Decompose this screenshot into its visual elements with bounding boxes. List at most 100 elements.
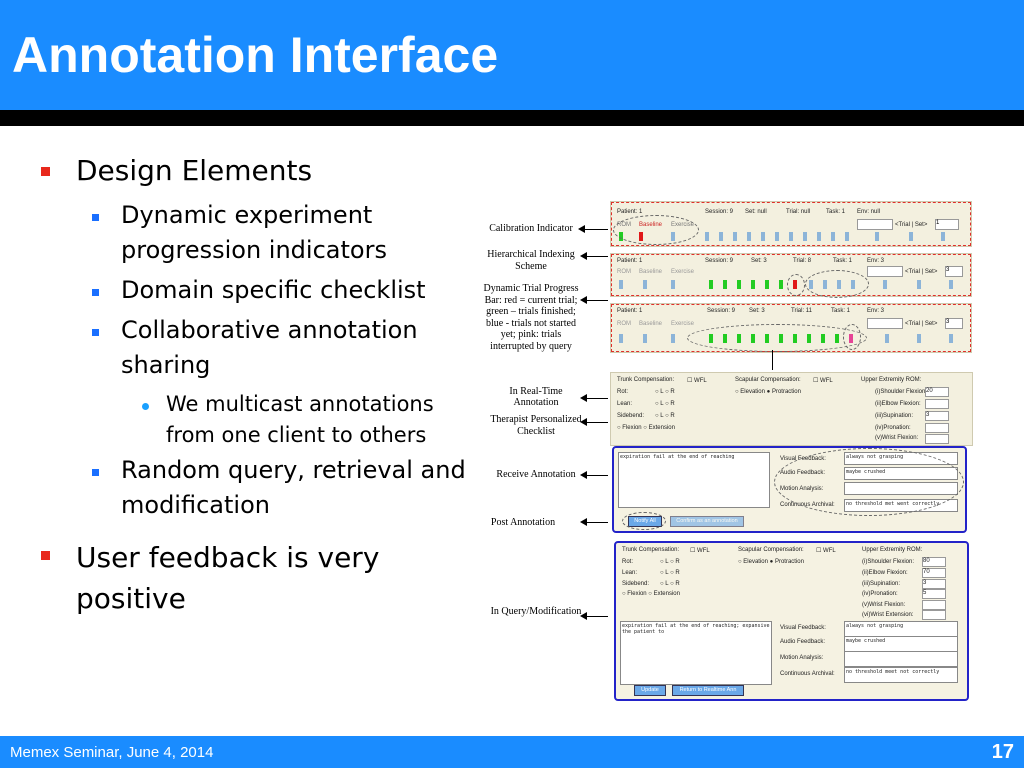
baseline-option[interactable]: Baseline: [639, 321, 663, 327]
exercise-option[interactable]: Exercise: [671, 321, 695, 327]
upper-extremity-label: Upper Extremity ROM:: [861, 377, 922, 383]
arrow-calibration: [578, 225, 608, 233]
pronation-input[interactable]: 5: [922, 589, 946, 599]
annotation-textarea[interactable]: expiration fail at the end of reaching: [618, 452, 770, 508]
rot-label: Rot:: [617, 389, 629, 395]
visual-feedback-input[interactable]: always not grasping: [844, 621, 958, 637]
trunk-compensation-label: Trunk Compensation:: [617, 377, 675, 383]
trial-block: [883, 280, 887, 289]
exercise-option[interactable]: Exercise: [671, 269, 695, 275]
wfl-checkbox-2[interactable]: WFL: [823, 548, 836, 554]
trial-block: [845, 232, 849, 241]
trial-block-finished: [737, 280, 741, 289]
task-label: Task: 1: [833, 258, 853, 264]
set-select[interactable]: 1: [935, 219, 959, 230]
slide-header: Annotation Interface: [0, 0, 1024, 110]
return-realtime-button[interactable]: Return to Realtime Ann: [672, 685, 744, 696]
confirm-annotation-button[interactable]: Confirm as an annotation: [670, 516, 744, 527]
label-realtime: In Real-Time Annotation: [509, 386, 563, 408]
flexion-radio[interactable]: ○ Flexion ○ Extension: [622, 591, 680, 597]
slide-footer: Memex Seminar, June 4, 2014 17: [0, 736, 1024, 768]
env-label: Env: null: [857, 209, 881, 215]
trial-set-label: <Trial | Set>: [895, 222, 928, 228]
trial-label: Trial: 11: [791, 308, 813, 314]
lean-radio[interactable]: ○ L ○ R: [660, 570, 680, 576]
update-button[interactable]: Update: [634, 685, 666, 696]
trial-block: [909, 232, 913, 241]
trial-block-finished: [765, 280, 769, 289]
elevation-radio[interactable]: ○ Elevation ● Protraction: [735, 389, 801, 395]
trial-block: [831, 232, 835, 241]
motion-analysis-label: Motion Analysis:: [780, 655, 824, 661]
wrist-flexion-input[interactable]: [925, 434, 949, 444]
trial-input[interactable]: [867, 266, 903, 277]
wfl-checkbox-2[interactable]: WFL: [820, 378, 833, 384]
wfl-checkbox[interactable]: WFL: [697, 548, 710, 554]
bullet-marker: [92, 289, 99, 296]
supination-label: (iii)Supination:: [875, 413, 914, 419]
elevation-radio[interactable]: ○ Elevation ● Protraction: [738, 559, 804, 565]
trial-input[interactable]: [867, 318, 903, 329]
trial-block: [803, 232, 807, 241]
slide-title: Annotation Interface: [12, 27, 499, 83]
elbow-flexion-input[interactable]: [925, 399, 949, 409]
progress-row-query: Patient: 1 Session: 9 Set: 3 Trial: 11 T…: [610, 303, 972, 353]
trial-input[interactable]: [857, 219, 893, 230]
shoulder-flexion-label: (i)Shoulder Flexion:: [862, 559, 915, 565]
trial-block: [941, 232, 945, 241]
rot-radio[interactable]: ○ L ○ R: [655, 389, 675, 395]
rot-radio[interactable]: ○ L ○ R: [660, 559, 680, 565]
shoulder-flexion-input[interactable]: 80: [922, 557, 946, 567]
annotation-textarea[interactable]: expiration fail at the end of reaching; …: [620, 621, 772, 685]
trial-set-label: <Trial | Set>: [905, 269, 938, 275]
set-select[interactable]: 3: [945, 318, 963, 329]
wrist-extension-input[interactable]: [922, 610, 946, 620]
pronation-input[interactable]: [925, 423, 949, 433]
wfl-checkbox[interactable]: WFL: [694, 378, 707, 384]
trial-block: [875, 232, 879, 241]
wrist-flexion-label: (v)Wrist Flexion:: [875, 435, 919, 441]
trial-block: [643, 334, 647, 343]
trial-block-finished: [709, 280, 713, 289]
flexion-radio[interactable]: ○ Flexion ○ Extension: [617, 425, 675, 431]
dashed-frame: [611, 254, 971, 296]
trial-label: Trial: 8: [793, 258, 812, 264]
pending-trials-highlight: [805, 270, 869, 298]
supination-input[interactable]: 3: [925, 411, 949, 421]
sidebend-label: Sidebend:: [622, 581, 650, 587]
trial-block-finished: [751, 280, 755, 289]
lean-label: Lean:: [622, 570, 638, 576]
elbow-flexion-input[interactable]: 70: [922, 568, 946, 578]
arrow-query: [580, 612, 608, 620]
baseline-option[interactable]: Baseline: [639, 269, 663, 275]
trial-block: [619, 280, 623, 289]
trial-block: [885, 334, 889, 343]
sidebend-radio[interactable]: ○ L ○ R: [660, 581, 680, 587]
bullet-marker: [92, 469, 99, 476]
arrow-realtime: [580, 394, 608, 402]
session-label: Session: 9: [707, 308, 736, 314]
motion-analysis-input[interactable]: [844, 651, 958, 667]
rom-option[interactable]: ROM: [617, 269, 631, 275]
continuous-archival-label: Continuous Archival:: [780, 671, 835, 677]
shoulder-flexion-input[interactable]: 20: [925, 387, 949, 397]
audio-feedback-label: Audio Feedback:: [780, 639, 826, 645]
sidebend-radio[interactable]: ○ L ○ R: [655, 413, 675, 419]
audio-feedback-input[interactable]: maybe crushed: [844, 636, 958, 652]
shoulder-flexion-label: (i)Shoulder Flexion:: [875, 389, 928, 395]
wrist-flexion-input[interactable]: [922, 600, 946, 610]
set-select[interactable]: 3: [945, 266, 963, 277]
arrow-therapist: [580, 418, 608, 426]
header-divider: [0, 110, 1024, 126]
trial-block: [761, 232, 765, 241]
trial-block-finished: [723, 280, 727, 289]
continuous-archival-input[interactable]: no threshold meet not correctly: [844, 667, 958, 683]
supination-input[interactable]: 3: [922, 579, 946, 589]
current-trial-highlight: [787, 274, 805, 296]
lean-radio[interactable]: ○ L ○ R: [655, 401, 675, 407]
rom-option[interactable]: ROM: [617, 321, 631, 327]
